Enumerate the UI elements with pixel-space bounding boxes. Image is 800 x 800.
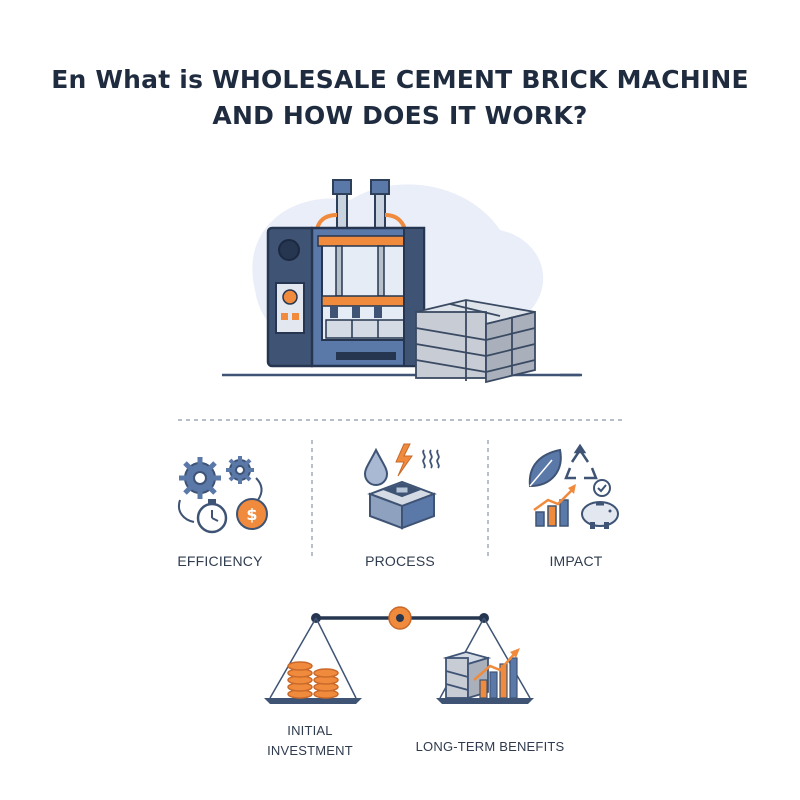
impact-label: IMPACT <box>549 553 603 569</box>
check-icon <box>593 479 611 497</box>
brick-machine-illustration <box>222 179 582 384</box>
initial-investment-line-1: INITIAL <box>287 723 333 738</box>
impact-icon-group <box>528 443 619 529</box>
benefit-chart-icon <box>473 648 520 699</box>
initial-investment-line-2: INVESTMENT <box>267 743 353 758</box>
svg-text:$: $ <box>246 505 257 524</box>
brick-mold-icon <box>367 480 437 530</box>
efficiency-label: EFFICIENCY <box>177 553 263 569</box>
initial-investment-label: INITIAL INVESTMENT <box>250 721 370 761</box>
coin-stack-icon <box>287 661 339 699</box>
efficiency-icon-group: $ <box>178 456 268 534</box>
page-title: En What is WHOLESALE CEMENT BRICK MACHIN… <box>0 62 800 134</box>
title-line-2: AND HOW DOES IT WORK? <box>212 101 588 130</box>
gears-icon <box>179 456 254 499</box>
brick-stack <box>415 299 536 384</box>
heat-waves-icon <box>422 449 440 469</box>
recycle-icon <box>564 443 598 480</box>
process-icon-group <box>363 443 440 530</box>
balance-scale <box>264 606 534 704</box>
piggy-bank-icon <box>581 501 619 529</box>
lightning-icon <box>395 443 413 477</box>
control-dial <box>278 239 300 261</box>
growth-chart-icon <box>533 484 576 527</box>
piston-left <box>332 179 352 195</box>
water-drop-icon <box>363 447 389 486</box>
left-pan <box>264 698 362 704</box>
dollar-coin-icon: $ <box>236 498 268 530</box>
press-plate <box>321 295 411 307</box>
process-label: PROCESS <box>365 553 435 569</box>
right-pan <box>436 698 534 704</box>
piston-right <box>370 179 390 195</box>
title-line-1: En What is WHOLESALE CEMENT BRICK MACHIN… <box>51 65 749 94</box>
stopwatch-icon <box>196 499 228 534</box>
long-term-benefits-label: LONG-TERM BENEFITS <box>415 739 565 754</box>
